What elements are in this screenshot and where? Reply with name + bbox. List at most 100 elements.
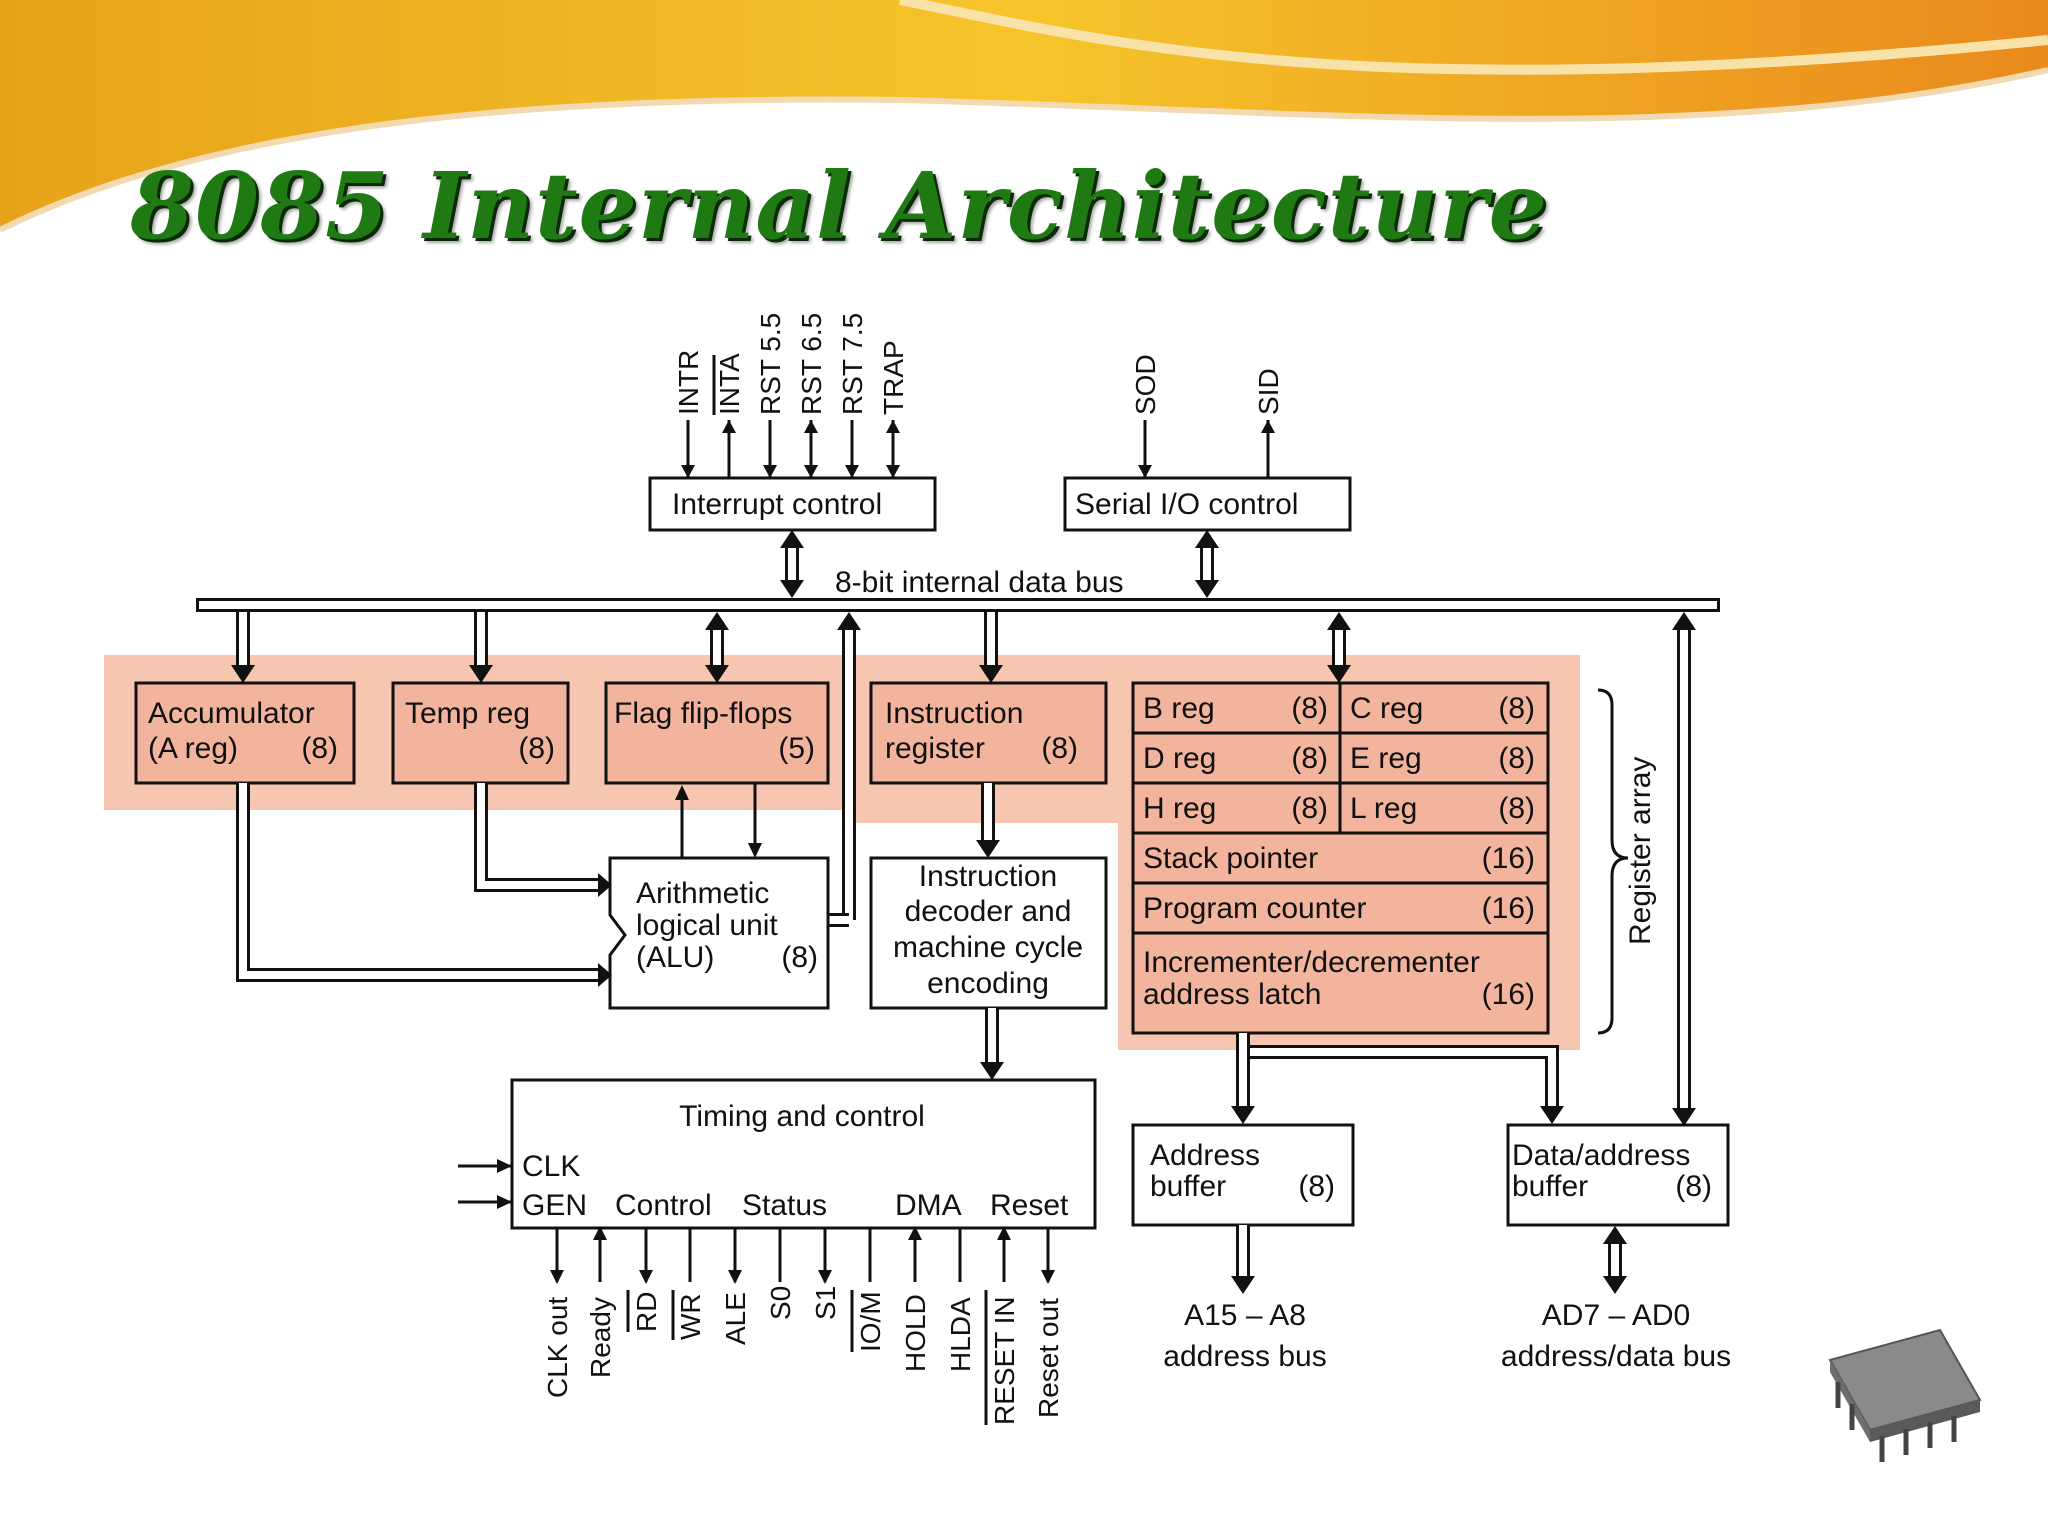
timing-control-title: Timing and control bbox=[679, 1100, 925, 1133]
decoder-line4: encoding bbox=[927, 967, 1049, 1000]
decoder-line1: Instruction bbox=[919, 860, 1057, 893]
signal-intr: INTR bbox=[673, 350, 704, 415]
pin-s0: S0 bbox=[765, 1286, 796, 1320]
clk-label: CLK bbox=[522, 1150, 580, 1183]
flag-flipflops-size: (5) bbox=[778, 732, 815, 765]
bus-connectors bbox=[231, 530, 1696, 1126]
h-reg-label: H reg bbox=[1143, 792, 1216, 825]
slide-header-decoration bbox=[0, 0, 2048, 233]
pin-clk-out: CLK out bbox=[542, 1297, 573, 1398]
external-bus-arrows bbox=[1231, 1225, 1627, 1294]
alu-connections bbox=[236, 783, 762, 987]
pin-reset-in: RESET IN bbox=[989, 1296, 1020, 1425]
temp-reg-size: (8) bbox=[518, 732, 555, 765]
data-bus-ext-label: AD7 – AD0 bbox=[1542, 1299, 1690, 1332]
e-reg-label: E reg bbox=[1350, 742, 1422, 775]
alu-line3: (ALU) bbox=[636, 941, 714, 974]
signal-rst75: RST 7.5 bbox=[837, 313, 868, 415]
temp-reg-label: Temp reg bbox=[405, 697, 530, 730]
group-control: Control bbox=[615, 1189, 712, 1222]
internal-data-bus bbox=[196, 598, 1720, 612]
pin-hlda: HLDA bbox=[945, 1297, 976, 1372]
data-buffer-line2: buffer bbox=[1512, 1170, 1588, 1203]
decoder-line2: decoder and bbox=[905, 895, 1072, 928]
register-array-label: Register array bbox=[1624, 757, 1657, 945]
pin-rd: RD bbox=[631, 1292, 662, 1332]
stack-pointer-label: Stack pointer bbox=[1143, 842, 1318, 875]
instruction-register-box bbox=[869, 681, 1108, 785]
instruction-register-line1: Instruction bbox=[885, 697, 1023, 730]
stack-pointer-size: (16) bbox=[1482, 842, 1535, 875]
signal-inta: INTA bbox=[714, 353, 745, 415]
l-reg-size: (8) bbox=[1498, 792, 1535, 825]
signal-sid: SID bbox=[1253, 368, 1284, 415]
instruction-register-line2: register bbox=[885, 732, 985, 765]
data-buffer-size: (8) bbox=[1675, 1170, 1712, 1203]
c-reg-label: C reg bbox=[1350, 692, 1423, 725]
program-counter-size: (16) bbox=[1482, 892, 1535, 925]
alu-box bbox=[608, 856, 830, 1010]
instruction-register-size: (8) bbox=[1041, 732, 1078, 765]
pin-io-m: IO/M bbox=[855, 1291, 886, 1352]
clk-input-arrows bbox=[458, 1159, 512, 1209]
group-reset: Reset bbox=[990, 1189, 1069, 1222]
h-reg-size: (8) bbox=[1291, 792, 1328, 825]
timing-pin-lines bbox=[550, 1226, 1055, 1284]
pin-hold: HOLD bbox=[900, 1294, 931, 1372]
interrupt-signal-lines bbox=[681, 420, 1275, 478]
accumulator-line1: Accumulator bbox=[148, 697, 315, 730]
flag-flipflops-label: Flag flip-flops bbox=[614, 697, 792, 730]
register-array-brace bbox=[1597, 688, 1629, 1035]
e-reg-size: (8) bbox=[1498, 742, 1535, 775]
c-reg-size: (8) bbox=[1498, 692, 1535, 725]
signal-trap: TRAP bbox=[878, 340, 909, 415]
pin-s1: S1 bbox=[810, 1286, 841, 1320]
flag-flipflops-box bbox=[604, 681, 830, 785]
instruction-decoder-box bbox=[869, 856, 1108, 1010]
address-buffer-line2: buffer bbox=[1150, 1170, 1226, 1203]
interrupt-control-label: Interrupt control bbox=[672, 488, 882, 521]
l-reg-label: L reg bbox=[1350, 792, 1417, 825]
decoder-line3: machine cycle bbox=[893, 931, 1083, 964]
alu-line1: Arithmetic bbox=[636, 877, 769, 910]
address-bus-label: A15 – A8 bbox=[1184, 1299, 1306, 1332]
b-reg-size: (8) bbox=[1291, 692, 1328, 725]
pin-ale: ALE bbox=[720, 1292, 751, 1345]
pin-ready: Ready bbox=[585, 1297, 616, 1378]
serial-io-label: Serial I/O control bbox=[1075, 488, 1298, 521]
address-buffer-line1: Address bbox=[1150, 1139, 1260, 1172]
group-dma: DMA bbox=[895, 1189, 962, 1222]
register-array bbox=[1131, 681, 1550, 1035]
d-reg-size: (8) bbox=[1291, 742, 1328, 775]
address-buffer-box bbox=[1131, 1123, 1355, 1227]
data-buffer-line1: Data/address bbox=[1512, 1139, 1690, 1172]
accumulator-size: (8) bbox=[301, 732, 338, 765]
b-reg-label: B reg bbox=[1143, 692, 1215, 725]
signal-rst65: RST 6.5 bbox=[796, 313, 827, 415]
slide-title: 8085 Internal Architecture bbox=[130, 152, 1549, 260]
program-counter-label: Program counter bbox=[1143, 892, 1366, 925]
register-array-to-buffers bbox=[1231, 1033, 1564, 1124]
group-status: Status bbox=[742, 1189, 827, 1222]
data-bus-ext-sub: address/data bus bbox=[1501, 1340, 1731, 1373]
d-reg-label: D reg bbox=[1143, 742, 1216, 775]
incdec-line2: address latch bbox=[1143, 978, 1321, 1011]
incdec-size: (16) bbox=[1482, 978, 1535, 1011]
chip-icon bbox=[1828, 1328, 1982, 1462]
ir-to-decoder-arrow bbox=[976, 783, 1004, 1080]
interrupt-control-box bbox=[648, 476, 937, 532]
timing-control-box bbox=[510, 1078, 1097, 1230]
data-bus-label: 8-bit internal data bus bbox=[835, 566, 1124, 599]
alu-line2: logical unit bbox=[636, 909, 778, 942]
pin-wr: WR bbox=[675, 1293, 706, 1340]
alu-size: (8) bbox=[781, 941, 818, 974]
address-bus-sub: address bus bbox=[1163, 1340, 1326, 1373]
signal-sod: SOD bbox=[1130, 354, 1161, 415]
data-address-buffer-box bbox=[1506, 1123, 1730, 1227]
group-gen: GEN bbox=[522, 1189, 587, 1222]
serial-io-box bbox=[1063, 476, 1352, 532]
temp-reg-box bbox=[391, 681, 570, 785]
signal-rst55: RST 5.5 bbox=[755, 313, 786, 415]
accumulator-line2: (A reg) bbox=[148, 732, 238, 765]
